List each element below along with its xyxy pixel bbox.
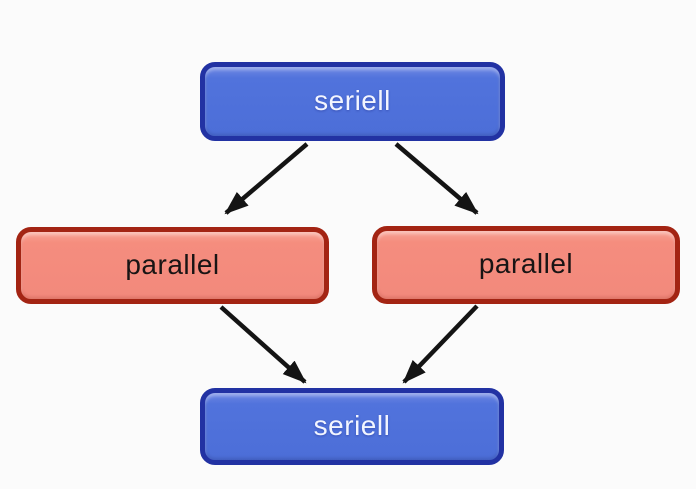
edge-left-to-bottom xyxy=(219,305,307,384)
edge-right-to-bottom xyxy=(402,304,479,384)
node-label: seriell xyxy=(313,409,391,441)
node-label: seriell xyxy=(314,84,391,116)
node-seriell-top: seriell xyxy=(200,62,505,141)
edge-top-to-left xyxy=(224,142,309,215)
edge-top-to-right xyxy=(394,142,479,215)
node-parallel-right: parallel xyxy=(372,226,680,304)
node-seriell-bottom: seriell xyxy=(200,388,504,465)
node-label: parallel xyxy=(478,248,574,279)
node-parallel-left: parallel xyxy=(16,227,329,304)
node-label: parallel xyxy=(125,248,220,280)
